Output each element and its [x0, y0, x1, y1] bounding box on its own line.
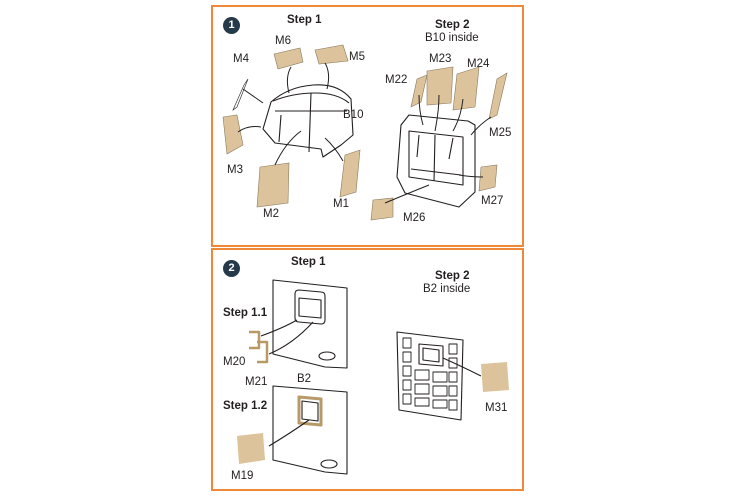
step1-title: Step 1: [287, 14, 322, 26]
label-m23: M23: [429, 53, 452, 65]
frame-m20: [249, 330, 261, 350]
part-m22: [410, 74, 428, 108]
label-m1: M1: [333, 198, 349, 210]
panel-b2-lower: [272, 385, 348, 475]
step-number-badge: 2: [223, 260, 240, 277]
label-m31: M31: [485, 402, 508, 414]
label-m4: M4: [233, 53, 249, 65]
step2-title: Step 2: [435, 270, 470, 282]
cockpit-tub: [396, 114, 476, 208]
label-m19: M19: [231, 470, 254, 482]
part-m25: [488, 72, 508, 120]
label-b10: B10: [343, 109, 364, 121]
frame-m21: [257, 340, 269, 364]
label-m27: M27: [481, 195, 504, 207]
part-m6: [273, 47, 304, 70]
part-m27: [478, 164, 498, 192]
step2-subtitle: B2 inside: [423, 283, 471, 295]
step1-title: Step 1: [291, 256, 326, 268]
label-m5: M5: [349, 51, 365, 63]
label-m24: M24: [467, 58, 490, 70]
part-m2: [256, 162, 290, 208]
step2-title: Step 2: [435, 19, 470, 31]
step-number-badge: 1: [223, 17, 240, 34]
label-m2: M2: [263, 208, 279, 220]
part-m5: [314, 44, 349, 65]
part-m19: [237, 433, 265, 464]
panel-2: 2 Step 1 Step 1.1 Step 1.2 Step 2 B2 ins…: [211, 248, 524, 491]
part-m3: [222, 114, 244, 155]
part-m4: [232, 78, 249, 111]
panel-1: 1 Step 1 Step 2 B10 inside: [211, 5, 524, 247]
part-m24: [452, 66, 480, 111]
step2-subtitle: B10 inside: [425, 32, 479, 44]
label-m22: M22: [385, 74, 408, 86]
panel-b2-step2: [396, 331, 464, 421]
label-m21: M21: [245, 376, 268, 388]
part-m31: [481, 362, 509, 392]
canopy-b10: [262, 84, 354, 158]
panel-b2-upper: [272, 279, 348, 369]
step12-title: Step 1.2: [223, 400, 268, 412]
part-m1: [339, 149, 361, 198]
label-b2: B2: [297, 373, 312, 385]
label-m3: M3: [227, 164, 243, 176]
label-m26: M26: [403, 212, 426, 224]
panel2-illustration: [237, 279, 509, 475]
label-m20: M20: [223, 356, 246, 368]
label-m25: M25: [489, 127, 512, 139]
label-m6: M6: [275, 35, 291, 47]
step11-title: Step 1.1: [223, 307, 268, 319]
part-m23: [426, 66, 454, 106]
part-m26: [370, 197, 394, 221]
panel1-illustration: [222, 44, 508, 221]
